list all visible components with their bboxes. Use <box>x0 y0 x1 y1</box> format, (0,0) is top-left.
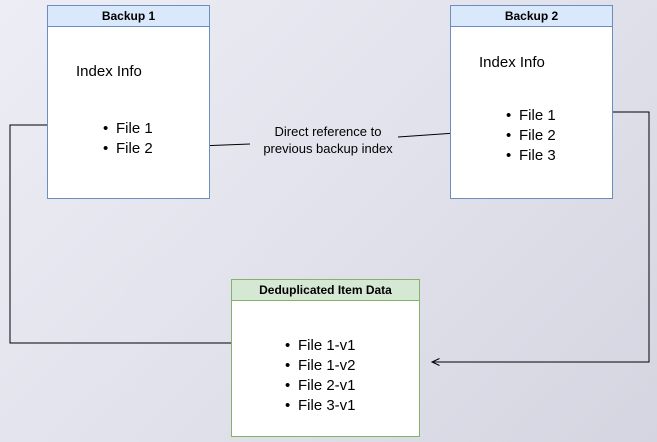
list-item: File 1 <box>103 119 153 139</box>
list-item: File 2-v1 <box>285 376 356 396</box>
list-item: File 2 <box>103 139 153 159</box>
list-item: File 3 <box>506 146 556 166</box>
dedup-title: Deduplicated Item Data <box>232 280 419 301</box>
edge-label-direct-reference: Direct reference to previous backup inde… <box>245 123 411 157</box>
list-item: File 1 <box>506 106 556 126</box>
backup2-file-list: File 1 File 2 File 3 <box>506 106 556 166</box>
backup2-subtitle: Index Info <box>479 54 545 71</box>
backup2-title: Backup 2 <box>451 6 612 27</box>
dedup-node: Deduplicated Item Data File 1-v1 File 1-… <box>231 279 420 437</box>
backup1-subtitle: Index Info <box>76 63 142 80</box>
edge-label-line1: Direct reference to <box>274 124 382 139</box>
list-item: File 2 <box>506 126 556 146</box>
dedup-file-list: File 1-v1 File 1-v2 File 2-v1 File 3-v1 <box>285 336 356 416</box>
list-item: File 1-v2 <box>285 356 356 376</box>
backup1-title: Backup 1 <box>48 6 209 27</box>
backup1-file-list: File 1 File 2 <box>103 119 153 159</box>
backup1-node: Backup 1 Index Info File 1 File 2 <box>47 5 210 199</box>
list-item: File 1-v1 <box>285 336 356 356</box>
backup2-node: Backup 2 Index Info File 1 File 2 File 3 <box>450 5 613 199</box>
edge-label-line2: previous backup index <box>263 141 393 156</box>
list-item: File 3-v1 <box>285 396 356 416</box>
